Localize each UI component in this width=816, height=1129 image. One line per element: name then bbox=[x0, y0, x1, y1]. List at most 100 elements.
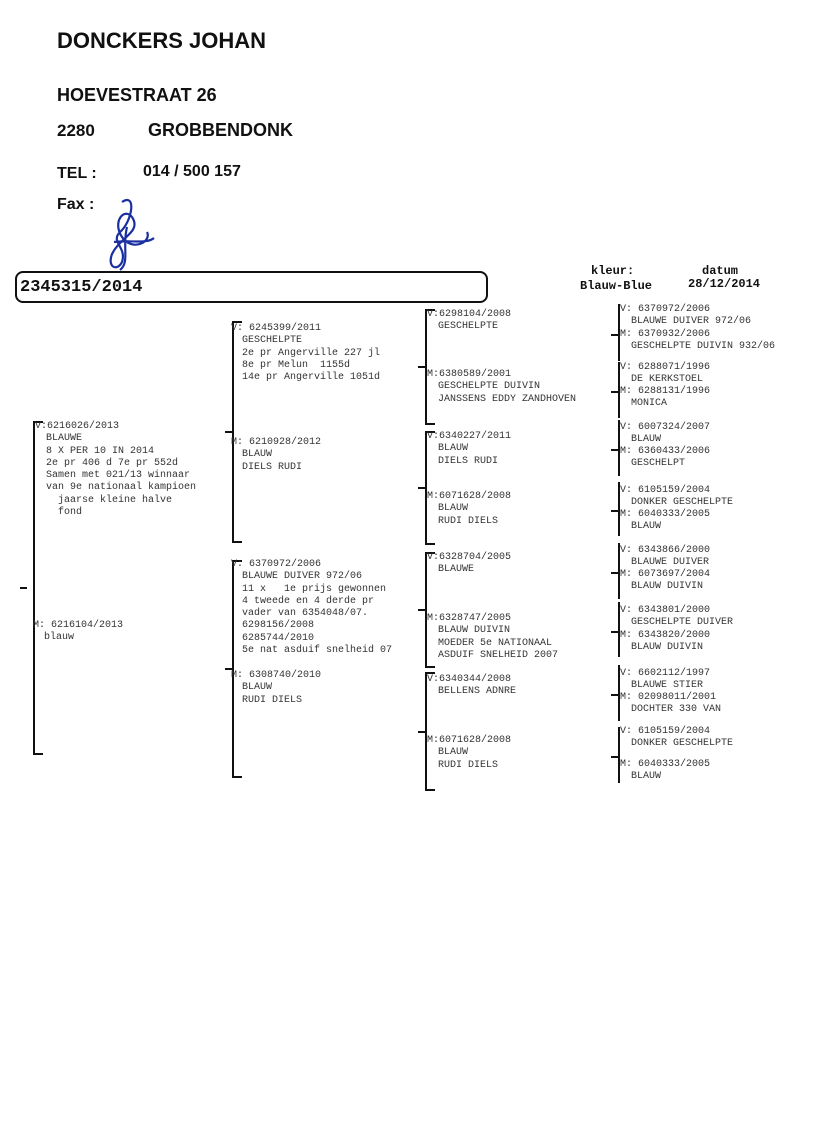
pigeon-detail: 6298156/2008 bbox=[242, 620, 315, 632]
pigeon-detail: Samen met 021/13 winnaar bbox=[46, 470, 191, 482]
ring-id: M: 6216104/2013 bbox=[33, 620, 124, 631]
tel-value: 014 / 500 157 bbox=[143, 163, 241, 180]
bracket-tick bbox=[611, 510, 618, 512]
pigeon-detail: JANSSENS EDDY ZANDHOVEN bbox=[438, 393, 577, 405]
pigeon-detail: BLAUW bbox=[631, 434, 662, 446]
pigeon-detail: BLAUWE DUIVER bbox=[631, 557, 710, 569]
ring-id: V: 6370972/2006 bbox=[231, 559, 322, 570]
pigeon-detail: GESCHELPTE bbox=[242, 335, 303, 347]
pigeon-detail: 2e pr 406 d 7e pr 552d bbox=[46, 457, 179, 469]
ring-id: V: 6602112/1997 bbox=[620, 668, 711, 679]
ring-id: M: 6040333/2005 bbox=[620, 509, 711, 520]
bracket-tick bbox=[418, 366, 425, 368]
owner-postcode: 2280 bbox=[57, 121, 95, 140]
bracket-tick bbox=[611, 756, 618, 758]
ring-id: M: 6370932/2006 bbox=[620, 329, 711, 340]
ring-id: M: 6073697/2004 bbox=[620, 569, 711, 580]
ring-id: V: 6343866/2000 bbox=[620, 545, 711, 556]
pedigree-bracket bbox=[618, 304, 620, 361]
pigeon-detail: 14e pr Angerville 1051d bbox=[242, 372, 381, 384]
pedigree-bracket bbox=[618, 665, 620, 721]
pigeon-detail: 4 tweede en 4 derde pr bbox=[242, 595, 375, 607]
ring-id: V: 6370972/2006 bbox=[620, 304, 711, 315]
pedigree-bracket bbox=[618, 727, 620, 783]
pigeon-detail: DONKER GESCHELPTE bbox=[631, 738, 734, 750]
bracket-tick bbox=[418, 730, 425, 733]
pedigree-bracket bbox=[618, 602, 620, 657]
pigeon-detail: BLAUW bbox=[438, 443, 469, 455]
pigeon-detail: MONICA bbox=[631, 398, 668, 410]
signature-icon bbox=[109, 198, 155, 271]
ring-number-box: 2345315/2014 bbox=[15, 271, 488, 303]
pigeon-detail: GESCHELPTE bbox=[438, 321, 499, 333]
pigeon-detail: BLAUW bbox=[438, 747, 469, 759]
bracket-tick bbox=[611, 694, 618, 696]
pigeon-detail: BLAUW bbox=[631, 521, 662, 533]
ring-id: V: 6245399/2011 bbox=[231, 323, 322, 334]
pigeon-detail: BLAUWE DUIVER 972/06 bbox=[631, 316, 752, 328]
owner-name: DONCKERS JOHAN bbox=[57, 28, 267, 53]
ring-id: M: 6288131/1996 bbox=[620, 386, 711, 397]
pigeon-detail: BELLENS ADNRE bbox=[438, 686, 517, 698]
ring-id: M:6071628/2008 bbox=[427, 735, 512, 746]
pigeon-detail: BLAUW DUIVIN bbox=[631, 581, 704, 593]
bracket-tick bbox=[611, 572, 618, 574]
pigeon-detail: vader van 6354048/07. bbox=[242, 608, 369, 620]
ring-id: V:6298104/2008 bbox=[427, 309, 512, 320]
pedigree-bracket bbox=[232, 321, 242, 543]
kleur-label: kleur: bbox=[591, 264, 635, 278]
bracket-tick bbox=[418, 609, 425, 611]
pedigree-bracket bbox=[425, 672, 435, 791]
pigeon-detail: 2e pr Angerville 227 jl bbox=[242, 347, 381, 359]
pigeon-detail: 6285744/2010 bbox=[242, 632, 315, 644]
pedigree-bracket bbox=[425, 552, 435, 668]
ring-id: M: 02098011/2001 bbox=[620, 692, 717, 703]
bracket-tick bbox=[611, 391, 618, 393]
ring-id: M: 6210928/2012 bbox=[231, 437, 322, 448]
pigeon-detail: DIELS RUDI bbox=[438, 455, 499, 467]
ring-id: M:6380589/2001 bbox=[427, 369, 512, 380]
pigeon-detail: BLAUW DUIVIN bbox=[631, 642, 704, 654]
datum-value: 28/12/2014 bbox=[688, 277, 761, 291]
pigeon-detail: ASDUIF SNELHEID 2007 bbox=[438, 649, 559, 661]
pigeon-detail: van 9e nationaal kampioen bbox=[46, 482, 197, 494]
ring-id: M: 6343820/2000 bbox=[620, 630, 711, 641]
pigeon-detail: BLAUW bbox=[242, 449, 273, 461]
pigeon-detail: DOCHTER 330 VAN bbox=[631, 704, 722, 716]
bracket-tick bbox=[611, 630, 618, 633]
owner-street: HOEVESTRAAT 26 bbox=[57, 85, 217, 105]
owner-city: GROBBENDONK bbox=[148, 120, 294, 140]
fax-label: Fax : bbox=[57, 196, 95, 213]
pigeon-detail: BLAUW bbox=[242, 682, 273, 694]
ring-id: V: 6007324/2007 bbox=[620, 422, 711, 433]
pigeon-detail: DE KERKSTOEL bbox=[631, 374, 704, 386]
pedigree-bracket bbox=[425, 309, 435, 425]
pigeon-detail: MOEDER 5e NATIONAAL bbox=[438, 637, 553, 649]
pedigree-bracket bbox=[33, 421, 43, 755]
